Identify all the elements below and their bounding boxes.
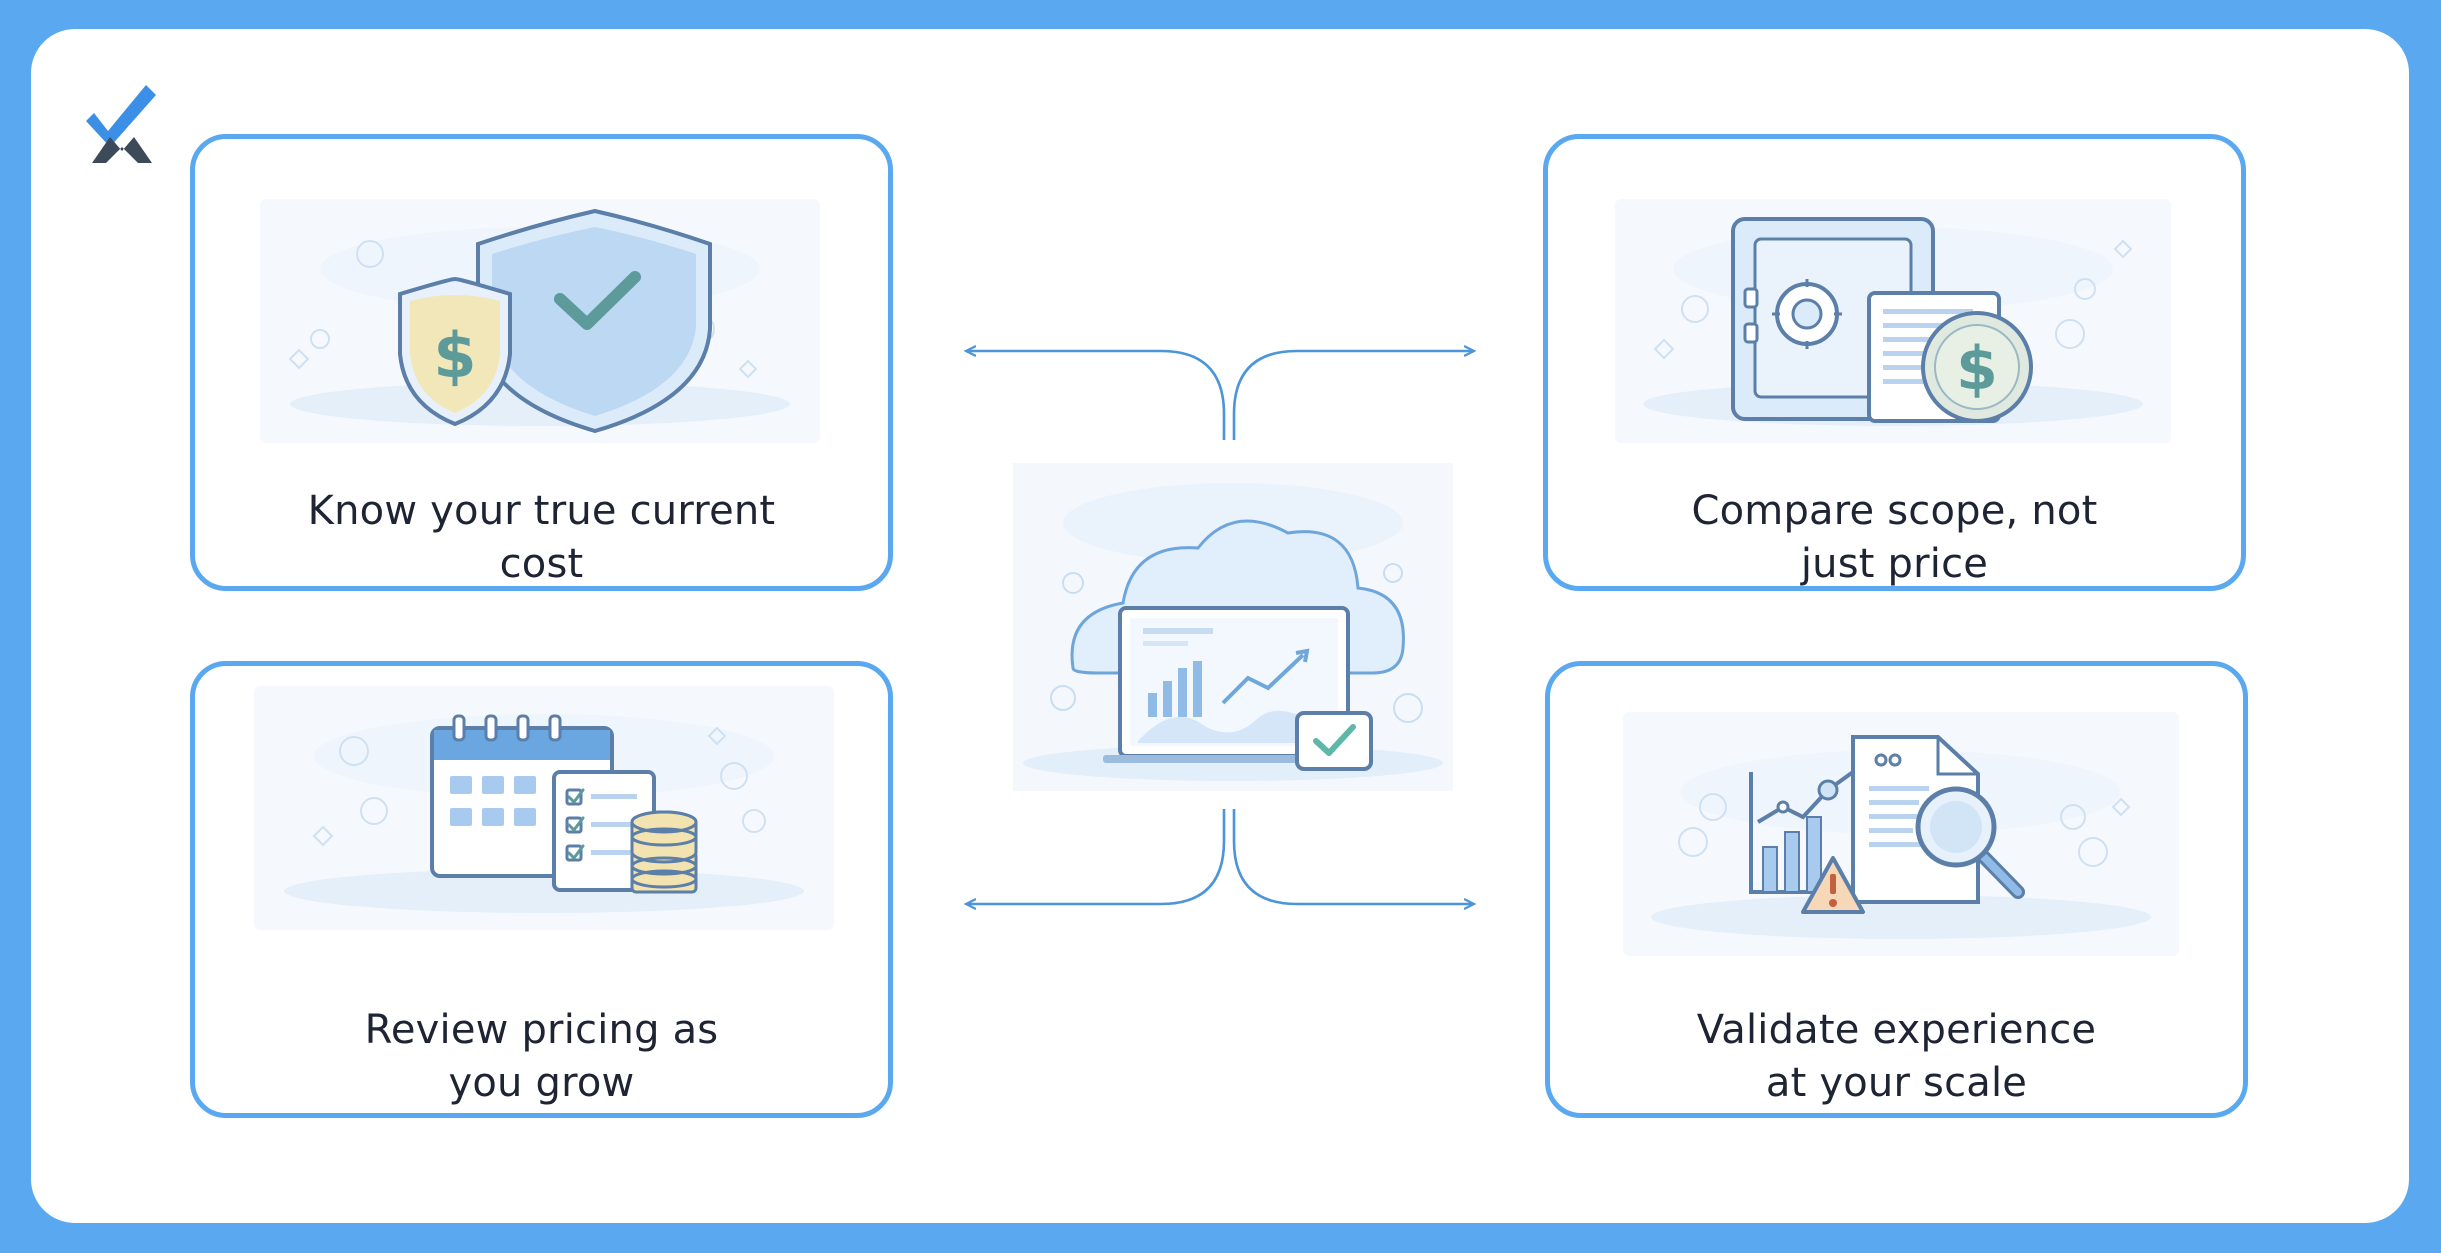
card-review-pricing: Review pricing as you grow	[190, 661, 893, 1118]
card-validate-experience: Validate experience at your scale	[1545, 661, 2248, 1118]
connector-lines	[31, 29, 2409, 1223]
connector-bottom-right	[1232, 809, 1474, 904]
card-label: Review pricing as you grow	[195, 1004, 888, 1110]
calendar-checklist-icon	[254, 686, 834, 930]
card-label-line: Review pricing as	[364, 1007, 719, 1053]
card-label: Know your true current cost	[195, 485, 888, 591]
diagram-canvas: $ Know your true current cost	[31, 29, 2409, 1223]
connector-top-left	[966, 351, 1226, 440]
card-label-line: Compare scope, not	[1691, 488, 2098, 534]
svg-text:$: $	[1956, 334, 1998, 404]
cloud-dashboard-icon	[1013, 463, 1453, 791]
card-label-line: at your scale	[1765, 1060, 2028, 1106]
chart-magnifier-warning-icon	[1623, 712, 2179, 956]
card-label: Compare scope, not just price	[1548, 485, 2241, 591]
card-label: Validate experience at your scale	[1550, 1004, 2243, 1110]
shield-dollar-icon: $	[260, 199, 820, 443]
card-label-line: cost	[499, 541, 584, 587]
svg-text:$: $	[433, 319, 476, 392]
card-label-line: Validate experience	[1696, 1007, 2097, 1053]
connector-top-right	[1232, 351, 1474, 440]
card-label-line: Know your true current	[307, 488, 776, 534]
connector-bottom-left	[966, 809, 1226, 904]
card-label-line: just price	[1800, 541, 1989, 587]
card-label-line: you grow	[448, 1060, 635, 1106]
hub-illustration	[1013, 463, 1453, 791]
card-know-true-cost: $ Know your true current cost	[190, 134, 893, 591]
card-compare-scope: $ Compare scope, not just price	[1543, 134, 2246, 591]
safe-coin-icon: $	[1615, 199, 2171, 443]
brand-logo-icon	[86, 85, 156, 163]
